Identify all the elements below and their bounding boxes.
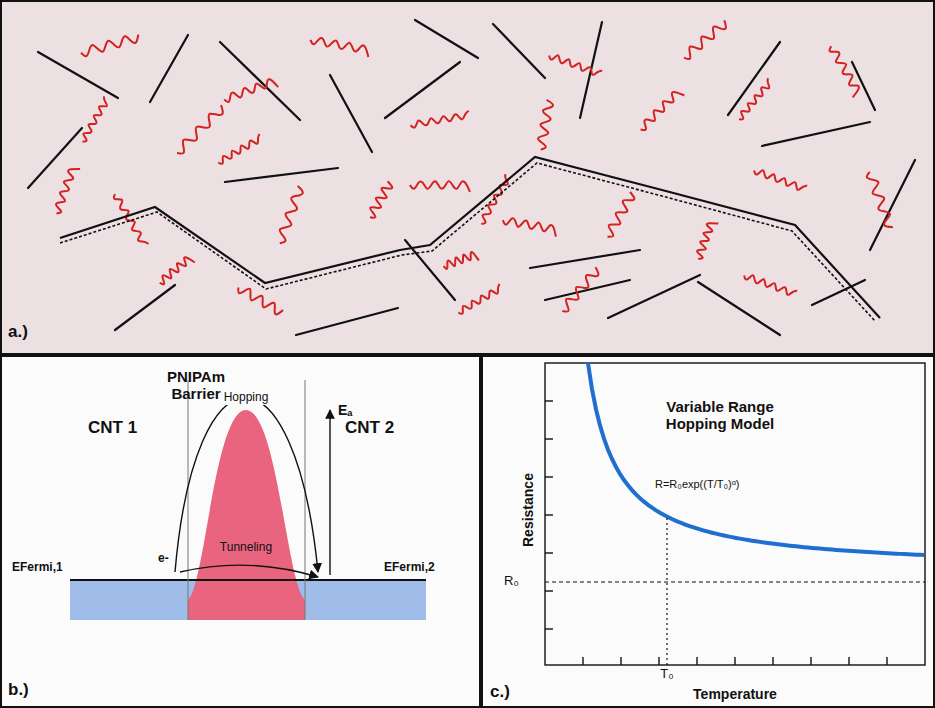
energy-arrow (329, 410, 330, 575)
conduction-path (60, 157, 880, 321)
plot-axes (545, 363, 925, 665)
panel-c-ground (484, 356, 935, 708)
formula: R=R₀exp((T/T₀)ᵅ) (655, 478, 739, 491)
process-label: Tunneling (220, 541, 272, 555)
barrier-edge (188, 380, 189, 620)
t0-line (666, 518, 667, 665)
barrier-edge (305, 380, 306, 620)
panel-a-ground (0, 0, 935, 354)
panel-letter: b.) (8, 680, 29, 700)
tunneling-arrow (180, 565, 318, 577)
axis-title: Temperature (693, 686, 777, 702)
fermi-level (70, 579, 426, 581)
panel-letter: a.) (8, 322, 28, 342)
panel-b-ground (0, 356, 478, 708)
plot-title: Variable Range Hopping Model (635, 398, 805, 433)
nanotubes (28, 20, 915, 335)
region-label: CNT 2 (345, 418, 394, 438)
polymer-chains (56, 20, 893, 314)
process-label: Hopping (221, 391, 272, 405)
axis-title: Resistance (520, 473, 536, 547)
electron-label: e- (158, 552, 169, 566)
energy-label: Eₐ (338, 402, 353, 418)
r0-line (545, 581, 925, 582)
axis-value: T₀ (660, 667, 673, 682)
fermi-label: EFermi,2 (384, 561, 435, 575)
region-label: CNT 1 (88, 418, 137, 438)
axis-value: R₀ (504, 574, 519, 589)
resistance-curve (588, 363, 924, 555)
panel-letter: c.) (490, 682, 510, 702)
hopping-arrow (175, 398, 318, 572)
fermi-label: EFermi,1 (12, 561, 63, 575)
pnipam-barrier (188, 410, 305, 620)
